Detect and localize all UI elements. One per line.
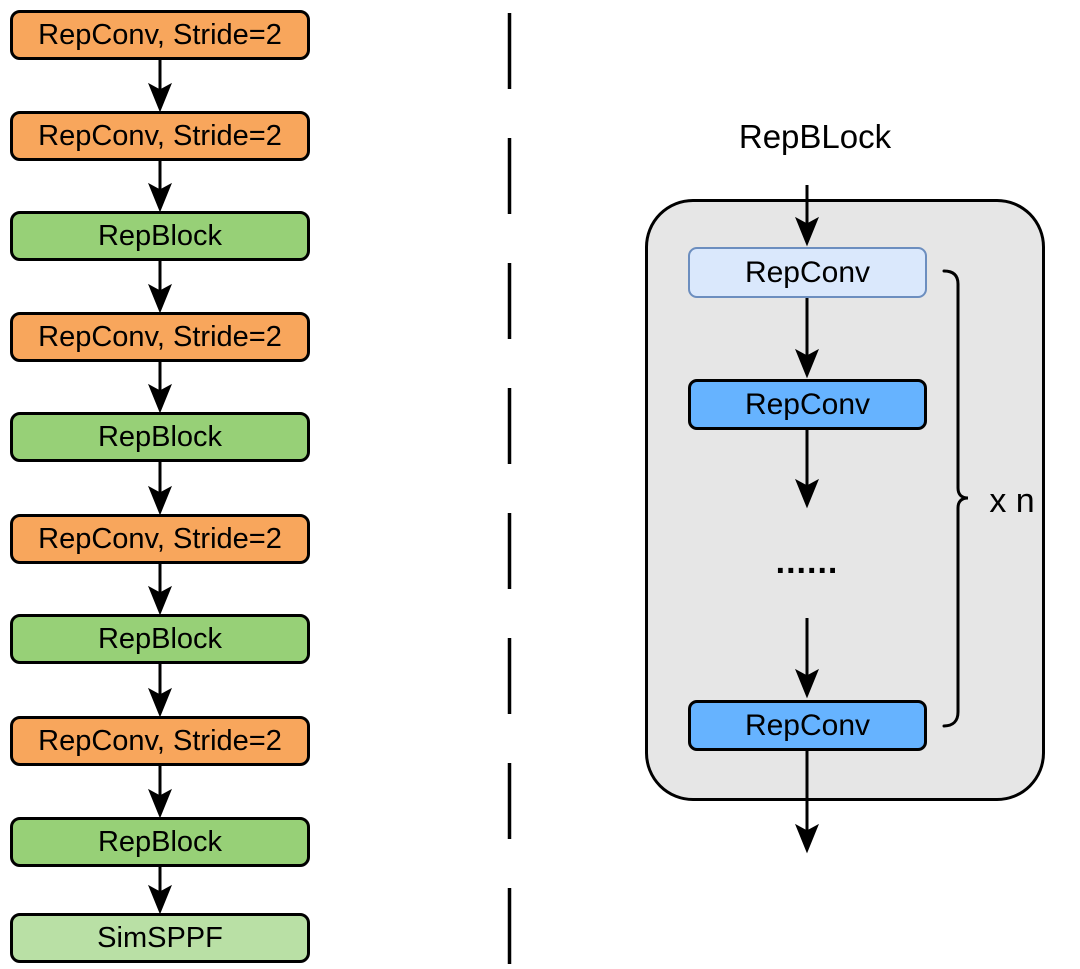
down-arrow — [148, 60, 172, 113]
node-repconv-stride2-2: RepConv, Stride=2 — [10, 111, 310, 161]
down-arrow — [148, 867, 172, 915]
node-repconv-stride2-3: RepConv, Stride=2 — [10, 312, 310, 362]
down-arrow — [148, 664, 172, 718]
node-repblock-2: RepBlock — [10, 412, 310, 462]
down-arrow — [148, 766, 172, 819]
node-repblock-1: RepBlock — [10, 211, 310, 261]
repblock-title: RepBLock — [738, 117, 892, 155]
repeat-count-label: x n — [989, 482, 1035, 520]
node-repconv-detail-2: RepConv — [688, 379, 927, 430]
down-arrow — [148, 261, 172, 314]
node-repconv-detail-1: RepConv — [688, 247, 927, 298]
node-repblock-4: RepBlock — [10, 817, 310, 867]
node-repconv-stride2-1: RepConv, Stride=2 — [10, 10, 310, 60]
ellipsis-label: ...... — [775, 542, 839, 581]
node-simsppf: SimSPPF — [10, 913, 310, 963]
down-arrow — [148, 161, 172, 213]
node-repconv-stride2-5: RepConv, Stride=2 — [10, 716, 310, 766]
node-repconv-detail-3: RepConv — [688, 700, 927, 751]
node-repblock-3: RepBlock — [10, 614, 310, 664]
down-arrow — [148, 362, 172, 414]
down-arrow — [148, 564, 172, 616]
node-repconv-stride2-4: RepConv, Stride=2 — [10, 514, 310, 564]
down-arrow — [148, 462, 172, 516]
